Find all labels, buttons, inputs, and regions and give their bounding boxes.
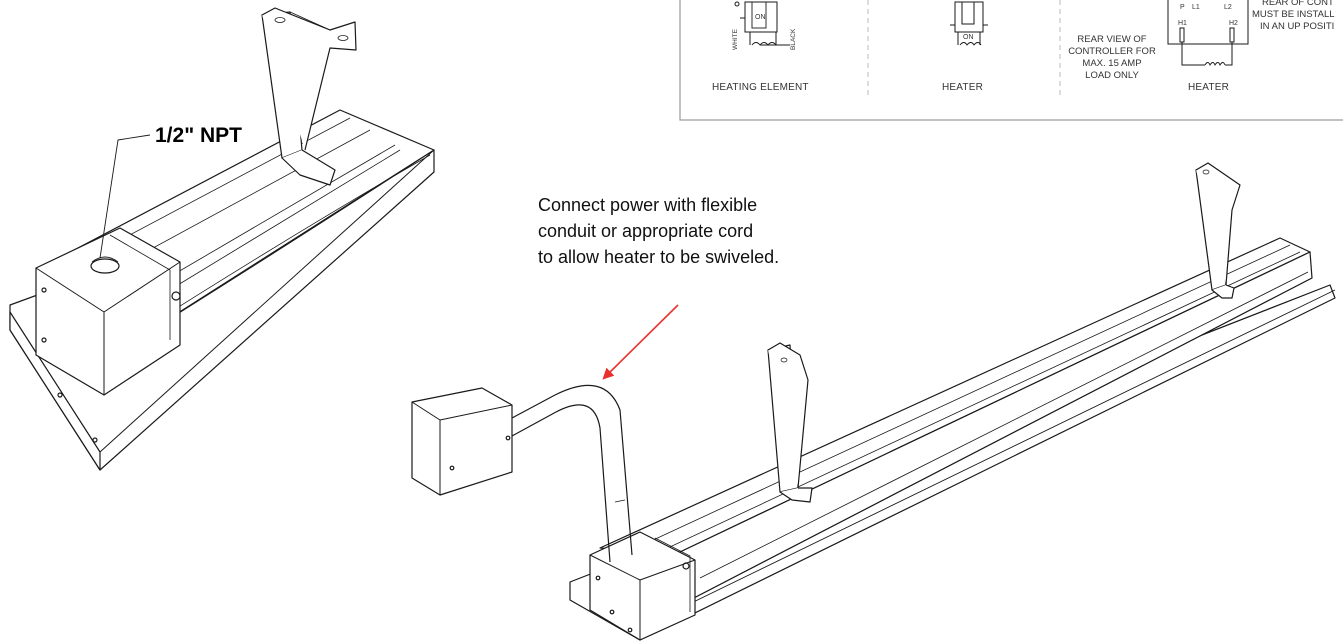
panel1-caption: HEATING ELEMENT	[712, 82, 809, 93]
terminal-l2: L2	[1224, 4, 1232, 11]
callout-arrow	[602, 304, 679, 380]
panel3-note-line-3: MAX. 15 AMP	[1082, 58, 1142, 69]
right-heater-assembly	[411, 162, 1336, 641]
left-heater-closeup	[9, 7, 435, 471]
wiring-diagram-panel	[679, 0, 1343, 121]
instruction-line-3: to allow heater to be swiveled.	[538, 247, 780, 267]
npt-label: 1/2" NPT	[155, 124, 242, 147]
orientation-note-line-3: IN AN UP POSITI	[1260, 21, 1335, 32]
panel4-caption: HEATER	[1188, 82, 1230, 93]
orientation-note-line-1: REAR OF CONT	[1262, 0, 1334, 8]
instruction-line-2: conduit or appropriate cord	[538, 221, 754, 241]
panel3-note: REAR VIEW OF CONTROLLER FOR MAX. 15 AMP …	[1062, 34, 1162, 82]
terminal-p: P	[1180, 4, 1185, 11]
instruction-callout: Connect power with flexible conduit or a…	[538, 192, 779, 270]
wire-label-black: BLACK	[790, 28, 797, 50]
orientation-note-line-2: MUST BE INSTALL	[1252, 9, 1335, 20]
panel3-note-line-1: REAR VIEW OF	[1077, 34, 1147, 45]
panel2-switch-label: ON	[963, 34, 974, 41]
wire-label-white: WHITE	[732, 29, 739, 50]
terminal-h2: H2	[1229, 20, 1238, 27]
panel2-caption: HEATER	[942, 82, 984, 93]
terminal-l1: L1	[1192, 4, 1200, 11]
terminal-h1: H1	[1178, 20, 1187, 27]
orientation-note: REAR OF CONT MUST BE INSTALL IN AN UP PO…	[1252, 0, 1335, 33]
switch-on-label: ON	[755, 14, 766, 21]
instruction-line-1: Connect power with flexible	[538, 195, 758, 215]
panel3-note-line-4: LOAD ONLY	[1085, 70, 1139, 81]
panel3-note-line-2: CONTROLLER FOR	[1068, 46, 1156, 57]
